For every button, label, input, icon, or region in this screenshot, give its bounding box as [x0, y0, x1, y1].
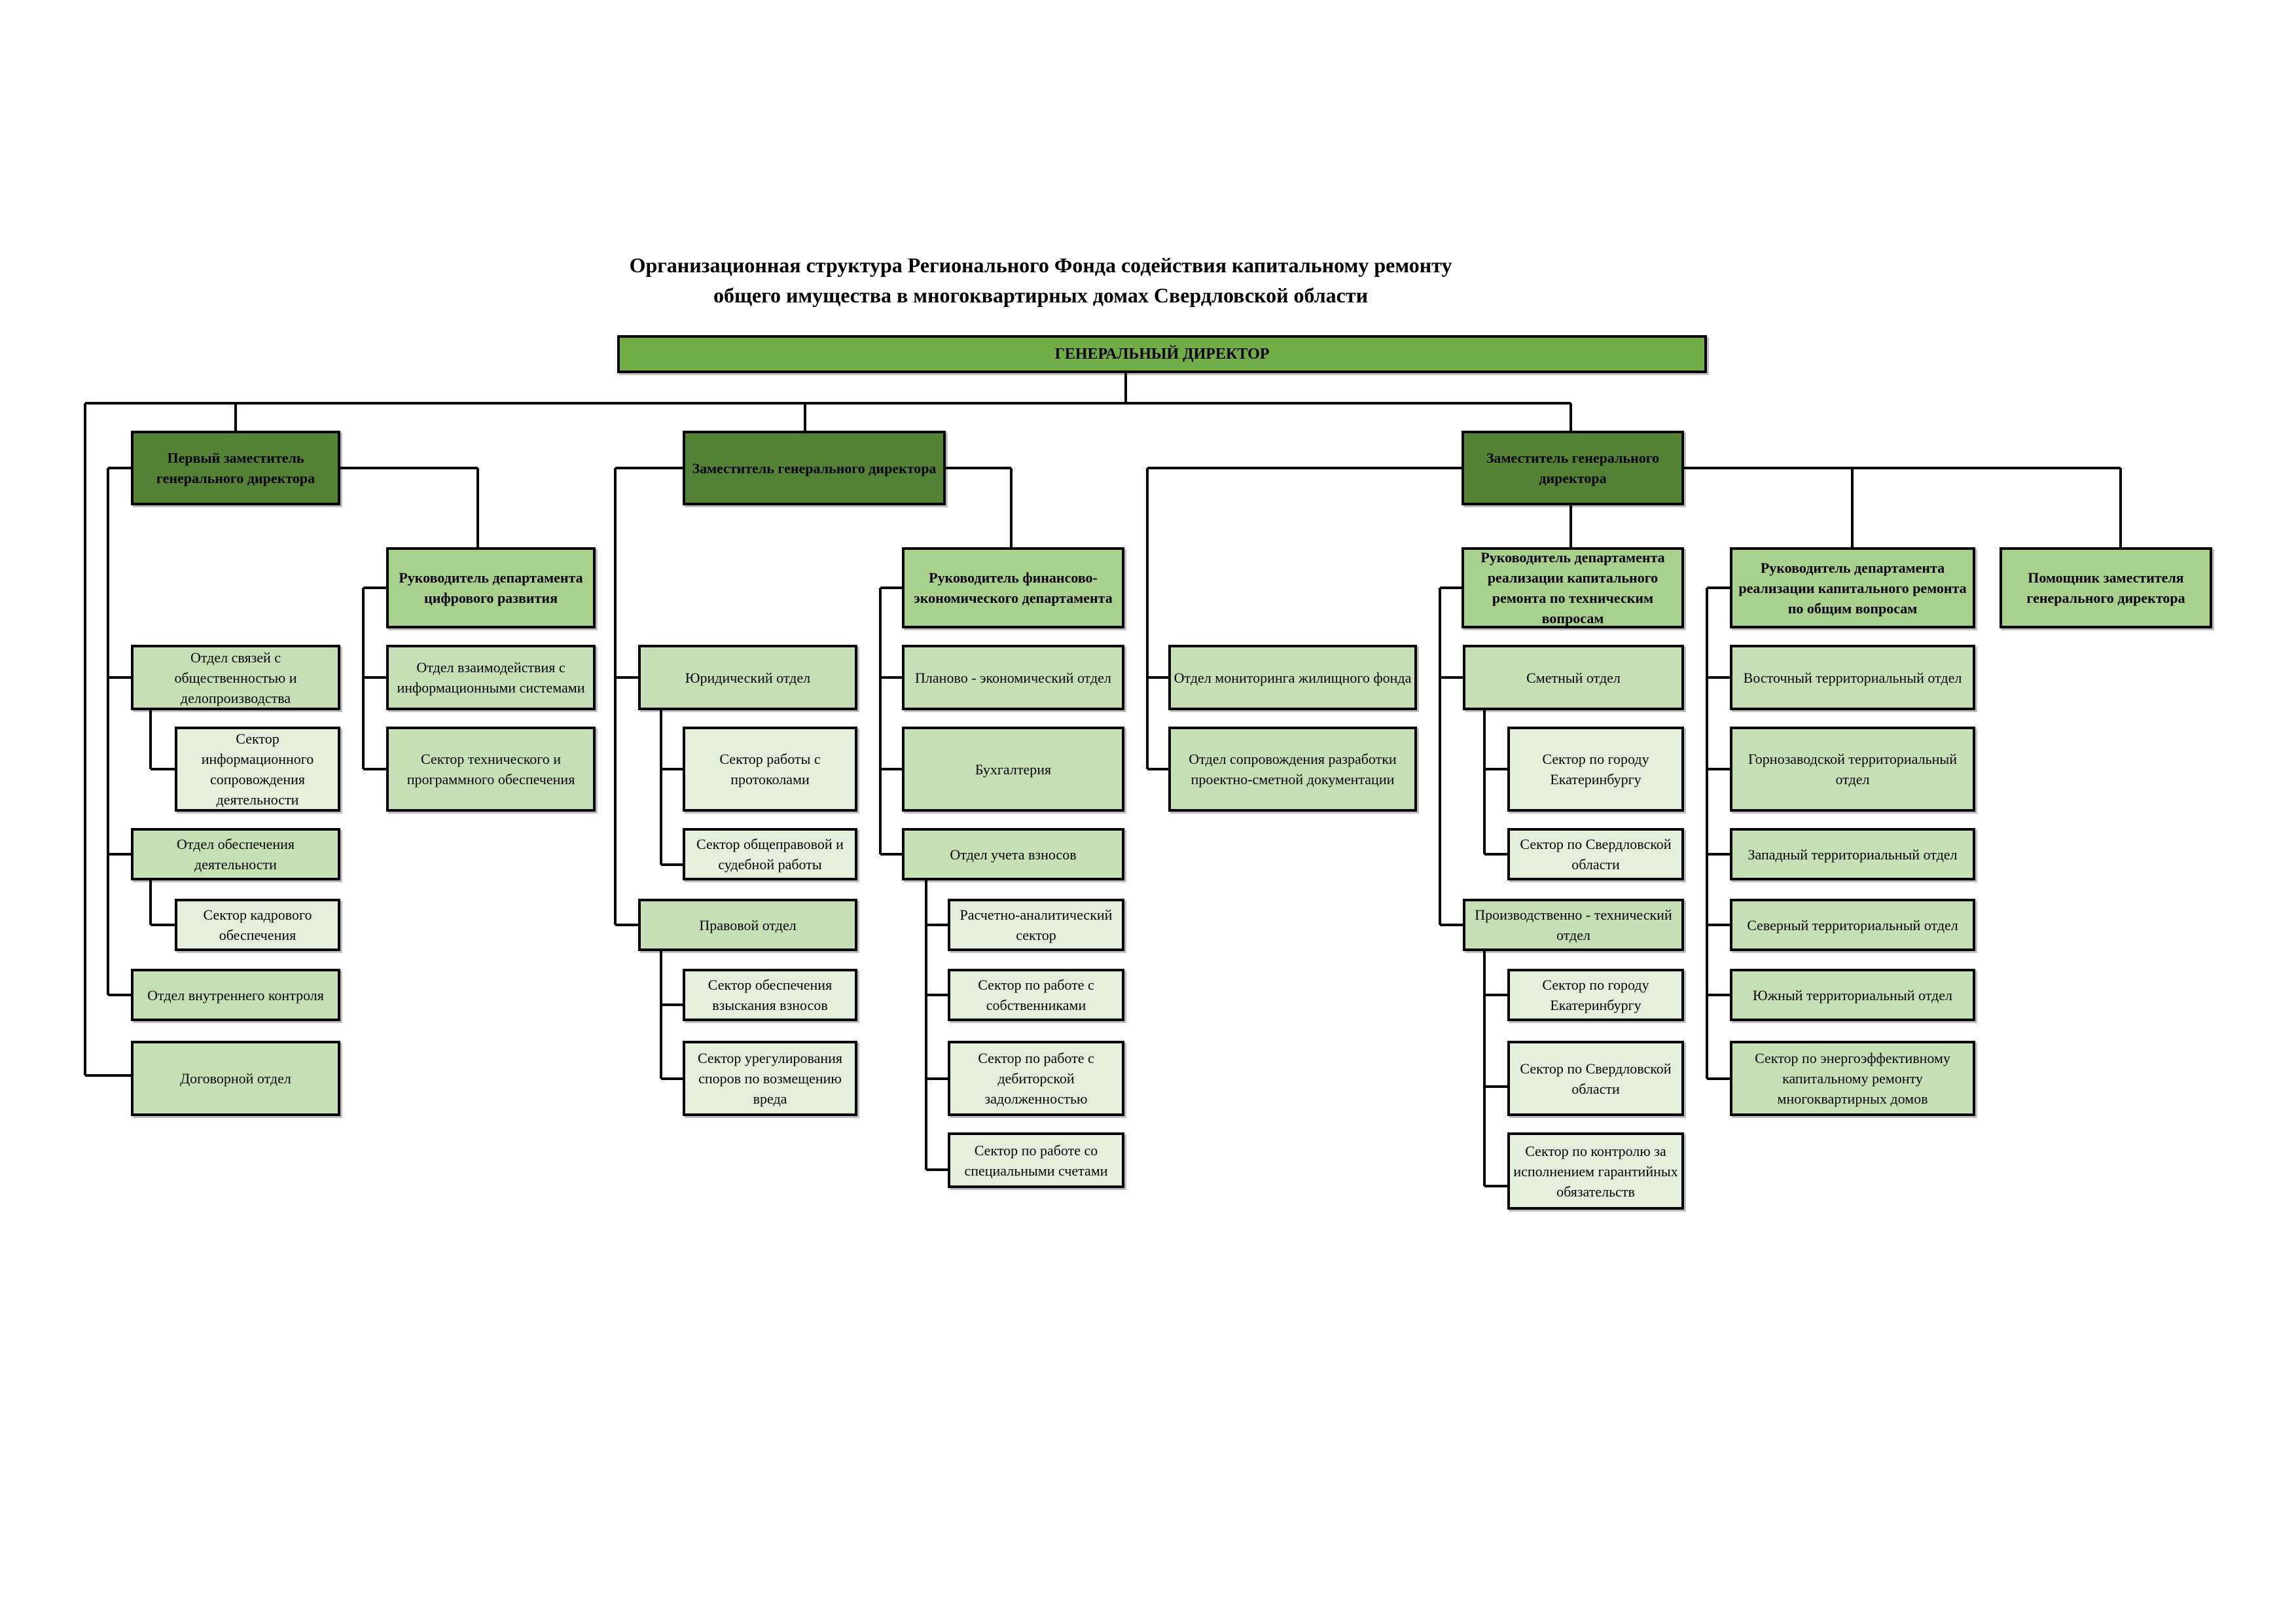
special-accounts-sector-box: Сектор по работе со специальными счетами — [948, 1132, 1124, 1188]
housing-monitoring-department-box: Отдел мониторинга жилищного фонда — [1168, 645, 1417, 710]
deputy-director-capital-repair-box: Заместитель генерального директора — [1462, 431, 1684, 505]
legal-department-box: Юридический отдел — [638, 645, 857, 710]
pt-ekaterinburg-sector-box: Сектор по городу Екатеринбургу — [1507, 969, 1684, 1021]
info-support-sector-box: Сектор информационного сопровождения дея… — [175, 727, 340, 812]
south-territorial-department-box: Южный территориальный отдел — [1730, 969, 1975, 1021]
planning-economic-department-box: Планово - экономический отдел — [902, 645, 1124, 710]
protocols-sector-box: Сектор работы с протоколами — [683, 727, 857, 812]
owners-sector-box: Сектор по работе с собственниками — [948, 969, 1124, 1021]
deputy-director-finance-legal-box: Заместитель генерального директора — [683, 431, 946, 505]
gornozavodskoy-territorial-department-box: Горнозаводской территориальный отдел — [1730, 727, 1975, 812]
general-director-box: ГЕНЕРАЛЬНЫЙ ДИРЕКТОР — [617, 335, 1707, 373]
chart-title-line-1: Организационная структура Регионального … — [629, 253, 1452, 277]
east-territorial-department-box: Восточный территориальный отдел — [1730, 645, 1975, 710]
contract-department-box: Договорной отдел — [131, 1041, 340, 1116]
energy-efficiency-sector-box: Сектор по энергоэффективному капитальном… — [1730, 1041, 1975, 1116]
estimate-ekaterinburg-sector-box: Сектор по городу Екатеринбургу — [1507, 727, 1684, 812]
first-deputy-director-box: Первый заместитель генерального директор… — [131, 431, 340, 505]
assistant-deputy-box: Помощник заместителя генерального директ… — [2000, 547, 2212, 628]
head-digital-development-box: Руководитель департамента цифрового разв… — [386, 547, 596, 628]
info-systems-department-box: Отдел взаимодействия с информационными с… — [386, 645, 596, 710]
activity-support-department-box: Отдел обеспечения деятельности — [131, 828, 340, 880]
estimate-department-box: Сметный отдел — [1463, 645, 1684, 710]
hr-sector-box: Сектор кадрового обеспечения — [175, 899, 340, 951]
debts-sector-box: Сектор по работе с дебиторской задолженн… — [948, 1041, 1124, 1116]
head-general-issues-box: Руководитель департамента реализации кап… — [1730, 547, 1975, 628]
head-finance-economic-box: Руководитель финансово-экономического де… — [902, 547, 1124, 628]
warranty-control-sector-box: Сектор по контролю за исполнением гарант… — [1507, 1132, 1684, 1210]
north-territorial-department-box: Северный территориальный отдел — [1730, 899, 1975, 951]
collection-sector-box: Сектор обеспечения взыскания взносов — [683, 969, 857, 1021]
damages-sector-box: Сектор урегулирования споров по возмещен… — [683, 1041, 857, 1116]
tech-software-sector-box: Сектор технического и программного обесп… — [386, 727, 596, 812]
production-technical-department-box: Производственно - технический отдел — [1463, 899, 1684, 951]
chart-title-line-2: общего имущества в многоквартирных домах… — [713, 283, 1369, 307]
analytics-sector-box: Расчетно-аналитический сектор — [948, 899, 1124, 951]
pr-department-box: Отдел связей с общественностью и делопро… — [131, 645, 340, 710]
west-territorial-department-box: Западный территориальный отдел — [1730, 828, 1975, 880]
head-technical-issues-box: Руководитель департамента реализации кап… — [1462, 547, 1684, 628]
accounting-box: Бухгалтерия — [902, 727, 1124, 812]
design-docs-department-box: Отдел сопровождения разработки проектно-… — [1168, 727, 1417, 812]
pt-sverdlovsk-sector-box: Сектор по Свердловской области — [1507, 1041, 1684, 1116]
internal-control-department-box: Отдел внутреннего контроля — [131, 969, 340, 1021]
general-legal-sector-box: Сектор общеправовой и судебной работы — [683, 828, 857, 880]
estimate-sverdlovsk-sector-box: Сектор по Свердловской области — [1507, 828, 1684, 880]
contributions-department-box: Отдел учета взносов — [902, 828, 1124, 880]
law-department-box: Правовой отдел — [638, 899, 857, 951]
